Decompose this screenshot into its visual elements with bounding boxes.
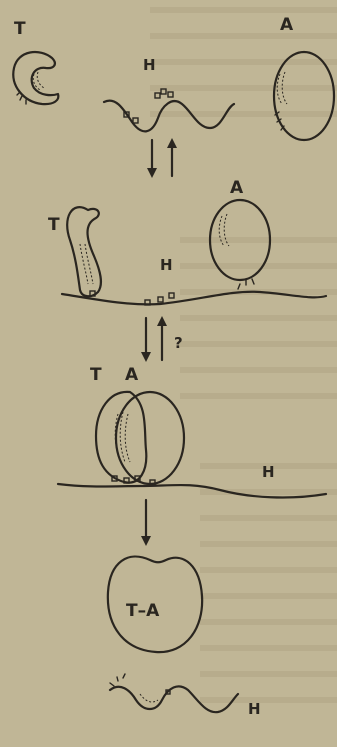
t-cell-stage3 [96,392,146,483]
label-a-stage1: A [280,15,294,35]
label-t-stage3: T [90,365,102,385]
t-cell-stage2 [67,207,101,296]
stage-2: A T H ? [48,178,326,362]
h-receptor-box [155,93,160,98]
h-membrane-stage5 [110,686,238,712]
a-binding-site [277,74,282,104]
stage-1: T H A [13,15,334,178]
label-t-stage2: T [48,215,60,235]
t-a-complex-label: T–A [126,601,160,621]
label-h-stage1: H [143,56,156,74]
label-h-stage5: H [248,700,261,718]
a-cell-stage2 [210,200,270,280]
a-cell-stage3 [116,392,184,484]
stage-5: H [110,674,261,718]
stage-3: T A H [58,365,326,546]
question-mark: ? [174,334,183,352]
h-fragment-marks [110,674,125,686]
label-t-stage1: T [14,19,26,39]
label-h-stage2: H [160,256,173,274]
h-membrane-stage2 [62,292,326,305]
h-membrane-stage3 [58,484,326,497]
label-h-stage3: H [262,463,275,481]
label-a-stage3: A [125,365,139,385]
stage-4: T–A [108,557,202,653]
label-a-stage2: A [230,178,244,198]
t-cell-crescent [13,52,58,104]
a-receptors [275,112,284,130]
